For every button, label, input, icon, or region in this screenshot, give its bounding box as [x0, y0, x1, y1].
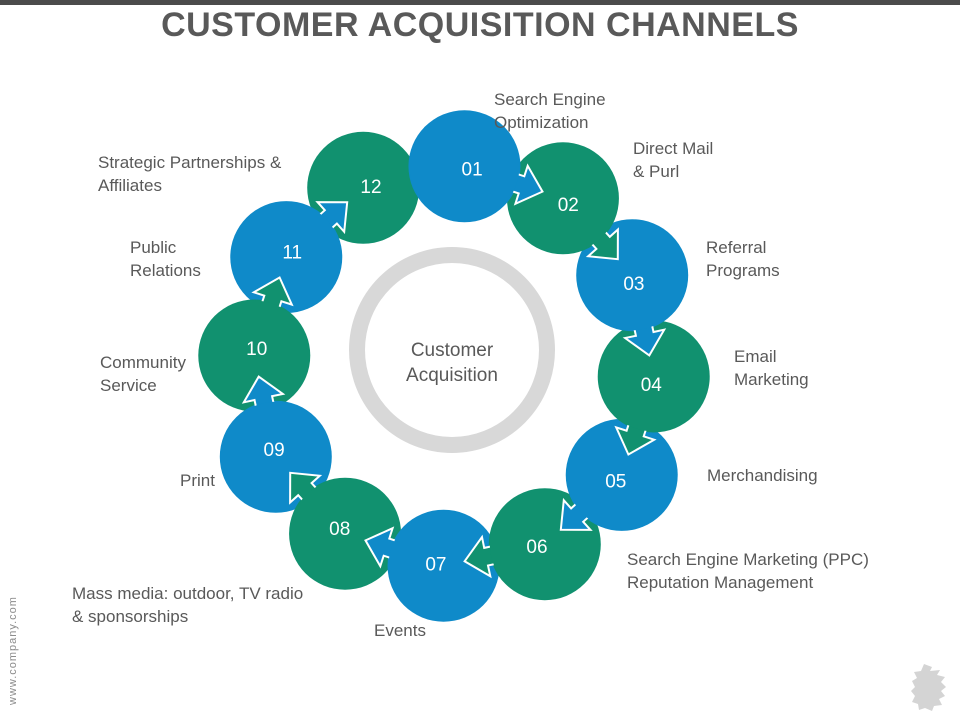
cycle-circle-cover-11 [231, 202, 342, 313]
cycle-number-02: 02 [558, 195, 579, 216]
cycle-circle-cover-08 [290, 478, 401, 589]
cycle-node-07: 07 [364, 509, 500, 622]
label-step-09: Print [180, 469, 215, 492]
label-step-07-line1: Events [374, 621, 426, 640]
cycle-number-01: 01 [462, 160, 483, 181]
label-step-10: Community Service [100, 351, 186, 397]
cycle-node-02: 02 [506, 142, 619, 261]
cycle-circle-cover-07 [388, 510, 499, 621]
cycle-number-03: 03 [623, 274, 644, 295]
label-step-11-line1: Public [130, 238, 177, 257]
label-step-01: Search Engine Optimization [494, 88, 606, 134]
label-step-03-line2: Programs [706, 261, 780, 280]
label-step-08-line1: Mass media: outdoor, TV radio [72, 584, 304, 603]
cycle-number-11: 11 [282, 243, 302, 264]
label-step-06-line1: Search Engine Marketing (PPC) [627, 550, 869, 569]
cycle-circle-cover-01 [409, 111, 520, 222]
label-step-10-line1: Community [100, 353, 186, 372]
cycle-node-08: 08 [289, 471, 402, 590]
cycle-node-10: 10 [198, 276, 311, 412]
watermark-text: www.company.com [7, 596, 19, 705]
cycle-circle-cover-05 [566, 419, 677, 530]
cycle-number-06: 06 [526, 537, 547, 558]
cycle-node-01: 01 [408, 110, 544, 223]
cycle-number-12: 12 [360, 177, 381, 198]
label-step-09-line1: Print [180, 471, 215, 490]
center-ring [349, 247, 555, 453]
cycle-number-04: 04 [641, 375, 663, 396]
cycle-number-07: 07 [425, 554, 446, 575]
cycle-node-04: 04 [597, 320, 710, 456]
label-step-02-line2: & Purl [633, 162, 680, 181]
cycle-circle-cover-10 [199, 300, 310, 411]
label-step-10-line2: Service [100, 376, 157, 395]
label-step-01-line2: Optimization [494, 113, 589, 132]
label-step-05: Merchandising [707, 464, 818, 487]
center-label-line2: Acquisition [406, 365, 498, 386]
label-step-04-line1: Email [734, 347, 777, 366]
label-step-12-line2: Affiliates [98, 176, 162, 195]
label-step-12-line1: Strategic Partnerships & [98, 153, 282, 172]
cycle-number-05: 05 [605, 471, 626, 492]
label-step-08-line2: & sponsorships [72, 607, 189, 626]
cycle-circle-cover-04 [598, 321, 709, 432]
label-step-01-line1: Search Engine [494, 90, 606, 109]
cycle-circle-cover-02 [507, 143, 618, 254]
top-bar [0, 0, 960, 5]
cycle-node-05: 05 [559, 418, 678, 531]
label-step-06: Search Engine Marketing (PPC) Reputation… [627, 548, 869, 594]
label-step-04: Email Marketing [734, 345, 809, 391]
cycle-number-09: 09 [264, 440, 285, 461]
center-label-line1: Customer [411, 340, 494, 361]
brush-stroke-icon [911, 664, 946, 711]
label-step-02-line1: Direct Mail [633, 139, 714, 158]
cycle-node-11: 11 [230, 201, 349, 314]
label-step-07: Events [374, 619, 426, 642]
label-step-12: Strategic Partnerships & Affiliates [98, 151, 281, 197]
label-step-03-line1: Referral [706, 238, 767, 257]
label-step-08: Mass media: outdoor, TV radio & sponsors… [72, 582, 303, 628]
label-step-04-line2: Marketing [734, 370, 809, 389]
label-step-05-line1: Merchandising [707, 466, 818, 485]
label-step-03: Referral Programs [706, 236, 780, 282]
label-step-11: Public Relations [130, 236, 201, 282]
label-step-02: Direct Mail & Purl [633, 137, 713, 183]
cycle-number-08: 08 [329, 519, 350, 540]
page-title: CUSTOMER ACQUISITION CHANNELS [161, 6, 799, 44]
label-step-06-line2: Reputation Management [627, 573, 814, 592]
cycle-number-10: 10 [246, 339, 267, 360]
label-step-11-line2: Relations [130, 261, 201, 280]
